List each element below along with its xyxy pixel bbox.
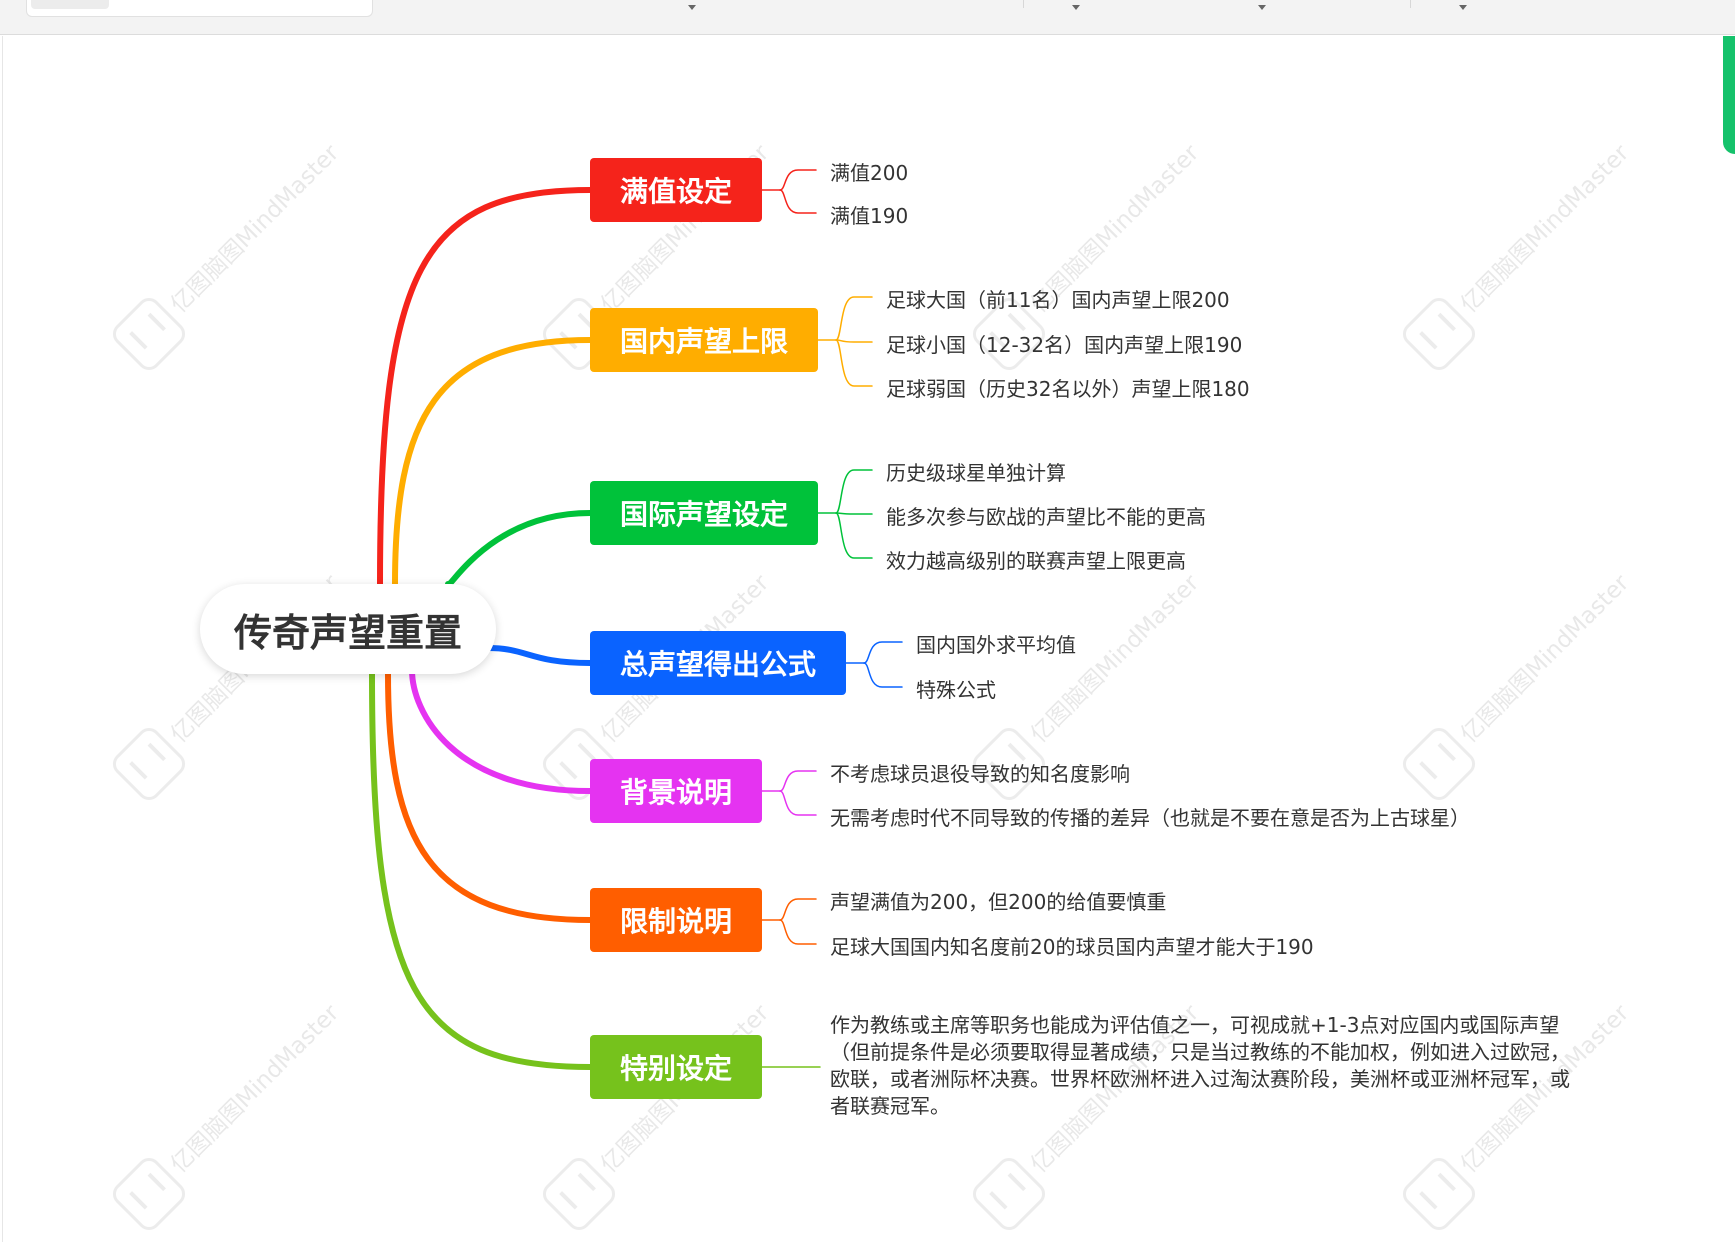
toolbar-separator (1023, 0, 1024, 8)
root-connector-6 (369, 671, 593, 1070)
leaf-topic[interactable]: 足球大国国内知名度前20的球员国内声望才能大于190 (830, 935, 1314, 959)
branch-topic-2[interactable]: 国内声望上限 (590, 308, 818, 372)
leaf-connector-1-1 (835, 339, 873, 343)
toolbar-input-segment[interactable] (31, 0, 109, 9)
leaf-connector-4-0 (779, 770, 817, 792)
leaf-connector-0-1 (779, 189, 817, 214)
chevron-down-icon[interactable] (1072, 5, 1080, 10)
leaf-connector-1-0 (835, 296, 873, 341)
branch-topic-4[interactable]: 总声望得出公式 (590, 631, 846, 695)
leaf-connector-3-0 (863, 641, 903, 664)
side-panel-tab[interactable] (1723, 36, 1735, 154)
chevron-down-icon[interactable] (1459, 5, 1467, 10)
branch-topic-5[interactable]: 背景说明 (590, 759, 762, 823)
root-connector-1 (392, 337, 593, 587)
toolbar-input[interactable] (26, 0, 373, 17)
branch-topic-1[interactable]: 满值设定 (590, 158, 762, 222)
leaf-topic[interactable]: 无需考虑时代不同导致的传播的差异（也就是不要在意是否为上古球星） (830, 806, 1470, 830)
branch-topic-3[interactable]: 国际声望设定 (590, 481, 818, 545)
leaf-connector-1-2 (835, 339, 873, 387)
leaf-topic[interactable]: 不考虑球员退役导致的知名度影响 (830, 762, 1130, 786)
leaf-topic[interactable]: 能多次参与欧战的声望比不能的更高 (886, 505, 1206, 529)
root-topic[interactable]: 传奇声望重置 (200, 584, 496, 674)
root-connector-3 (485, 645, 593, 666)
leaf-topic[interactable]: 足球大国（前11名）国内声望上限200 (886, 288, 1230, 312)
root-connector-0 (377, 187, 593, 587)
leaf-topic[interactable]: 国内国外求平均值 (916, 633, 1076, 657)
root-connector-5 (385, 671, 593, 923)
chevron-down-icon[interactable] (1258, 5, 1266, 10)
leaf-connector-2-2 (835, 512, 873, 559)
leaf-topic[interactable]: 效力越高级别的联赛声望上限更高 (886, 549, 1186, 573)
leaf-connector-2-1 (835, 512, 873, 515)
leaf-connector-5-1 (779, 919, 817, 945)
leaf-connector-4-1 (779, 790, 817, 816)
leaf-topic[interactable]: 特殊公式 (916, 678, 996, 702)
leaf-connector-2-0 (835, 469, 873, 514)
root-connector-2 (445, 510, 593, 588)
leaf-topic[interactable]: 声望满值为200，但200的给值要慎重 (830, 890, 1167, 914)
leaf-topic[interactable]: 满值200 (830, 161, 909, 185)
leaf-topic[interactable]: 历史级球星单独计算 (886, 461, 1066, 485)
leaf-connector-0-0 (779, 169, 817, 191)
leaf-topic[interactable]: 满值190 (830, 204, 909, 228)
leaf-topic[interactable]: 足球弱国（历史32名以外）声望上限180 (886, 377, 1250, 401)
leaf-connector-3-1 (863, 662, 903, 688)
branch-topic-7[interactable]: 特别设定 (590, 1035, 762, 1099)
branch-topic-6[interactable]: 限制说明 (590, 888, 762, 952)
leaf-topic-paragraph[interactable]: 作为教练或主席等职务也能成为评估值之一，可视成就+1-3点对应国内或国际声望（但… (830, 1013, 1570, 1118)
leaf-connector-5-0 (779, 898, 817, 921)
chevron-down-icon[interactable] (688, 5, 696, 10)
toolbar-separator (1410, 0, 1411, 8)
leaf-topic[interactable]: 足球小国（12-32名）国内声望上限190 (886, 333, 1243, 357)
top-toolbar (0, 0, 1735, 35)
root-connector-4 (409, 667, 593, 794)
